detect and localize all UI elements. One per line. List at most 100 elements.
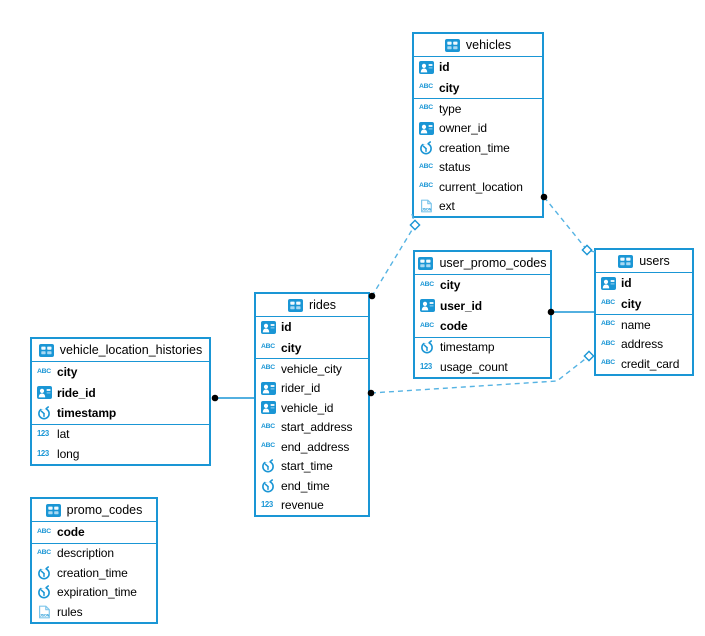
column-name: usage_count <box>440 359 508 374</box>
column-row[interactable]: id <box>596 273 692 294</box>
column-name: revenue <box>281 498 324 513</box>
json-type-icon: JSON <box>419 199 435 213</box>
column-name: code <box>440 319 468 334</box>
column-row[interactable]: vehicle_id <box>256 398 368 418</box>
column-row[interactable]: start_time <box>256 457 368 477</box>
diamond-connector-icon <box>409 219 421 231</box>
text-type-icon: ABC <box>261 364 275 372</box>
column-name: city <box>439 80 460 95</box>
number-type-icon: 123 <box>261 500 273 510</box>
column-name: rider_id <box>281 381 321 396</box>
text-type-icon: ABC <box>37 367 51 375</box>
table-header[interactable]: promo_codes <box>32 499 156 522</box>
id-badge-icon <box>261 401 277 415</box>
column-name: city <box>440 278 461 293</box>
table-grid-icon <box>287 298 304 312</box>
table-grid-icon <box>618 254 634 268</box>
table-grid-icon <box>45 503 62 517</box>
column-name: city <box>57 365 78 380</box>
column-row[interactable]: ride_id <box>32 383 209 404</box>
column-row[interactable]: creation_time <box>414 138 542 158</box>
column-row[interactable]: ABC city <box>415 275 550 296</box>
column-name: city <box>621 296 642 311</box>
column-row[interactable]: ABC city <box>596 294 692 315</box>
timestamp-type-icon <box>419 140 435 155</box>
table-header[interactable]: user_promo_codes <box>415 252 550 275</box>
diamond-connector-icon <box>581 244 593 256</box>
text-type-icon: ABC <box>601 299 615 307</box>
column-name: name <box>621 317 651 332</box>
column-row[interactable]: ABC city <box>414 78 542 99</box>
column-row[interactable]: ABC city <box>32 362 209 383</box>
text-type-icon: ABC <box>420 280 434 288</box>
column-row[interactable]: id <box>414 57 542 78</box>
column-row[interactable]: 123 revenue <box>256 496 368 516</box>
table-title: vehicle_location_histories <box>59 343 203 357</box>
table-header[interactable]: rides <box>256 294 368 317</box>
column-row[interactable]: id <box>256 317 368 338</box>
column-row[interactable]: creation_time <box>32 563 156 583</box>
json-type-icon: JSON <box>37 605 53 619</box>
column-row[interactable]: end_time <box>256 476 368 496</box>
column-row[interactable]: rider_id <box>256 379 368 399</box>
id-badge-icon <box>601 276 617 290</box>
table-title: users <box>639 254 670 268</box>
number-type-icon: 123 <box>37 429 49 439</box>
text-type-icon: ABC <box>261 422 275 430</box>
table-header[interactable]: vehicles <box>414 34 542 57</box>
column-row[interactable]: timestamp <box>415 338 550 358</box>
column-name: id <box>439 60 450 75</box>
id-badge-icon <box>261 320 277 334</box>
column-name: vehicle_id <box>281 400 334 415</box>
text-type-icon: ABC <box>419 162 433 170</box>
table-grid-icon <box>444 38 461 52</box>
diamond-connector-icon <box>583 350 595 362</box>
column-name: address <box>621 337 663 352</box>
column-row[interactable]: timestamp <box>32 403 209 424</box>
text-type-icon: ABC <box>419 83 433 91</box>
column-row[interactable]: expiration_time <box>32 583 156 603</box>
column-name: credit_card <box>621 356 680 371</box>
column-name: current_location <box>439 179 523 194</box>
column-row[interactable]: owner_id <box>414 119 542 139</box>
text-type-icon: ABC <box>37 527 51 535</box>
id-badge-icon <box>261 381 277 395</box>
column-row[interactable]: user_id <box>415 296 550 317</box>
table-header[interactable]: users <box>596 250 692 273</box>
table-title: vehicles <box>465 38 512 52</box>
column-name: user_id <box>440 298 482 313</box>
table-grid-icon <box>38 343 55 357</box>
table-header[interactable]: vehicle_location_histories <box>32 339 209 362</box>
timestamp-type-icon <box>37 565 53 580</box>
